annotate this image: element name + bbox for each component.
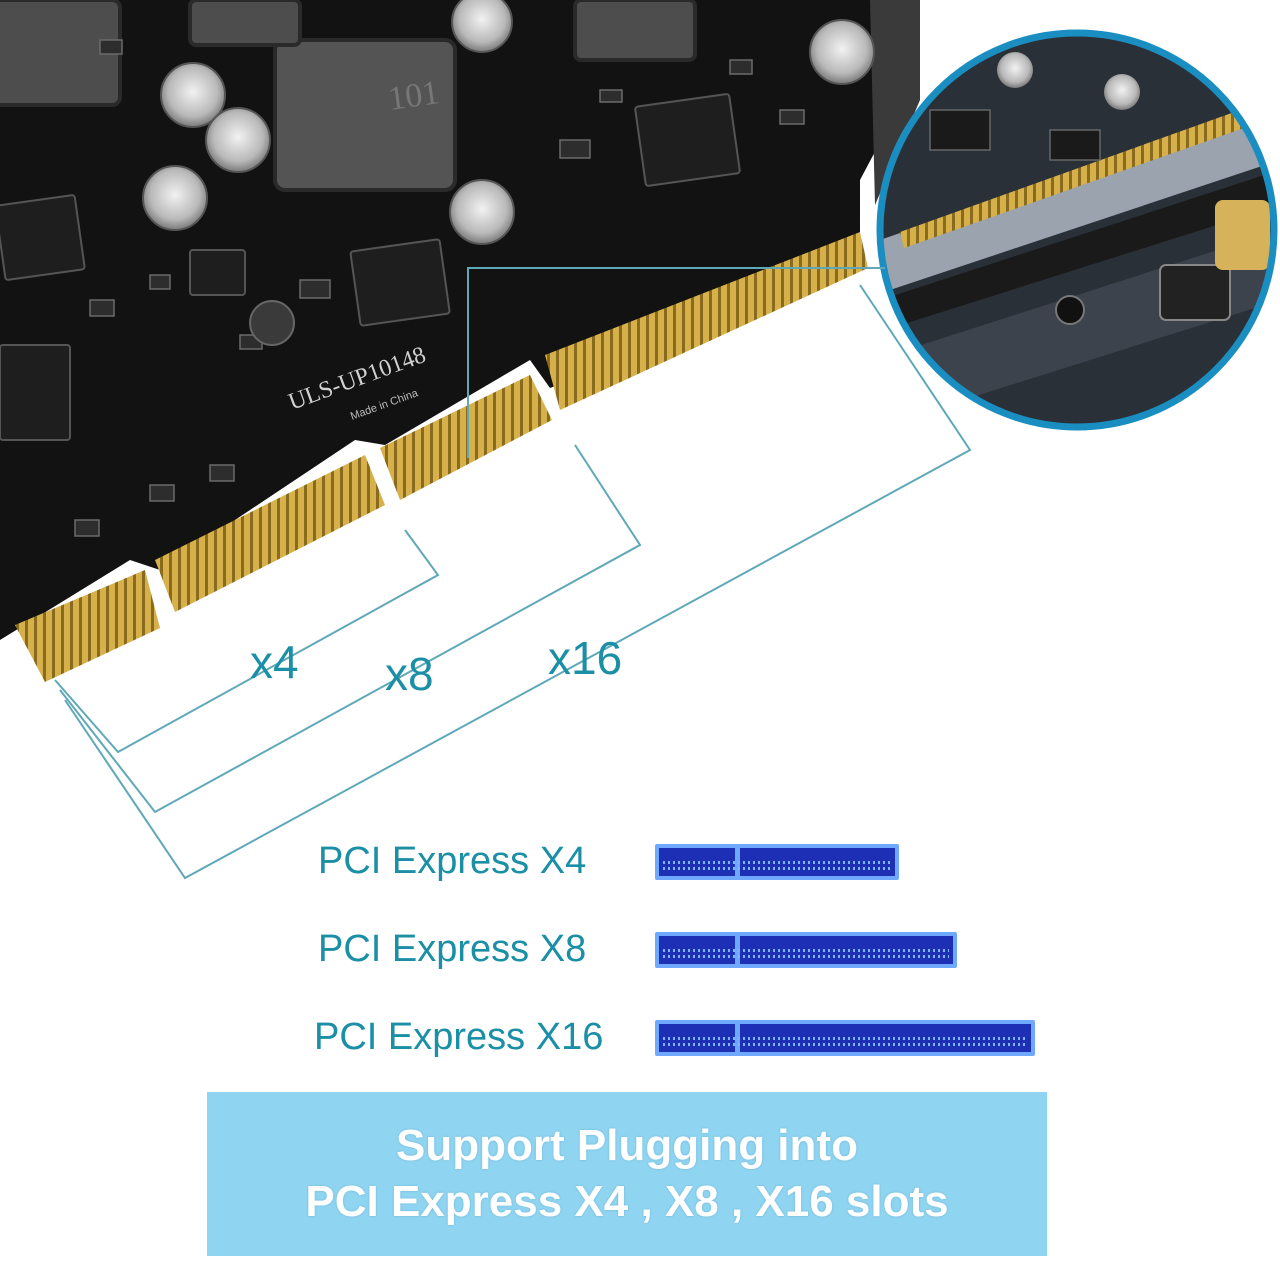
gold-fingers-x16 [545, 232, 868, 410]
slot-row-x4: PCI Express X4 [0, 832, 1280, 892]
slot-label-x16: PCI Express X16 [314, 1016, 604, 1058]
gold-fingers-x8 [380, 375, 552, 500]
gold-fingers-x4-mid [155, 455, 385, 612]
lane-brackets [54, 284, 972, 880]
support-banner: Support Plugging into PCI Express X4 , X… [207, 1092, 1047, 1256]
svg-text:101: 101 [386, 74, 442, 118]
pcie-x4-slot-icon [655, 844, 899, 880]
motherboard-zoom-inset [876, 29, 1278, 431]
capacitors [142, 0, 875, 245]
inductor-round [249, 300, 295, 346]
lane-label-x16: x16 [548, 632, 622, 684]
pcie-x16-slot-icon [655, 1020, 1035, 1056]
pcb-bracket-edge [870, 0, 920, 205]
banner-line-2: PCI Express X4 , X8 , X16 slots [305, 1177, 949, 1226]
lane-label-x8: x8 [385, 648, 434, 700]
lane-label-x4: x4 [250, 636, 299, 688]
chips [0, 93, 741, 441]
slot-row-x8: PCI Express X8 [0, 920, 1280, 980]
banner-line-1: Support Plugging into [396, 1121, 858, 1170]
slot-row-x16: PCI Express X16 [0, 1008, 1280, 1068]
slot-label-x8: PCI Express X8 [318, 928, 587, 970]
inductors: 101 [0, 0, 697, 192]
zoom-callout-lines [467, 267, 885, 458]
gold-fingers-x4 [15, 570, 160, 682]
pcie-x8-slot-icon [655, 932, 957, 968]
slot-label-x4: PCI Express X4 [318, 840, 587, 882]
